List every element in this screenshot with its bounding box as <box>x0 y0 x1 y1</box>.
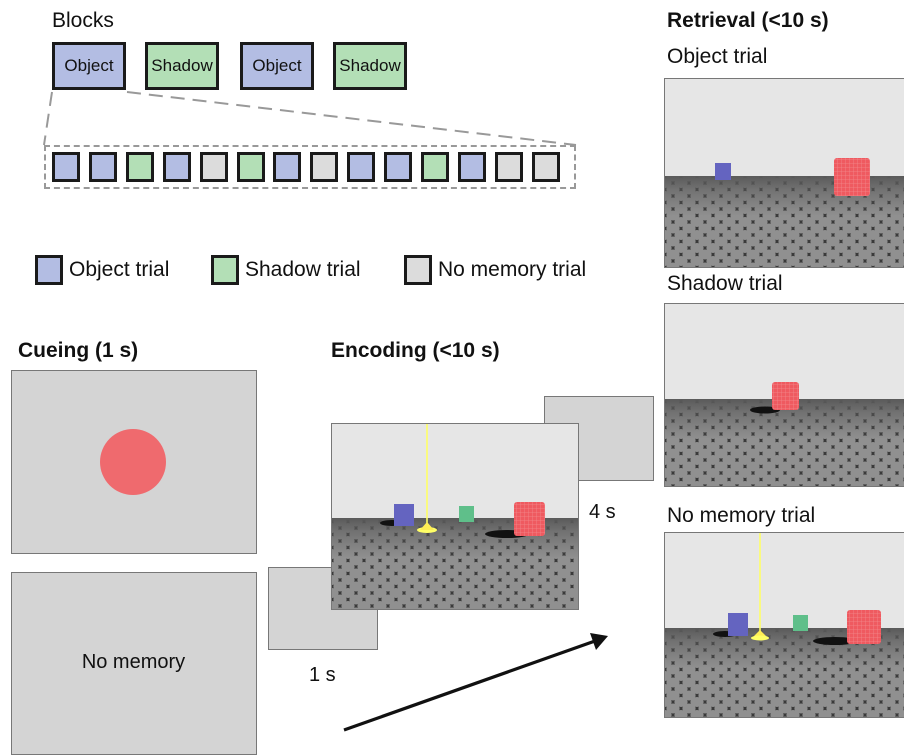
block-label: Shadow <box>151 56 213 75</box>
encoding-title: Encoding (<10 s) <box>331 339 500 362</box>
cube-green <box>793 615 808 631</box>
block-object-2: Object <box>240 42 314 90</box>
retrieval-scene-shadow <box>664 303 904 487</box>
cue-panel <box>11 370 257 554</box>
target-red <box>772 382 799 410</box>
delay-label-short: 1 s <box>309 664 336 686</box>
trial-square-none <box>199 152 228 182</box>
block-label: Object <box>64 56 114 75</box>
legend-label-none: No memory trial <box>438 258 587 281</box>
block-shadow-1: Shadow <box>145 42 219 90</box>
no-memory-cue-panel: No memory <box>11 572 257 755</box>
trial-sequence-frame <box>44 145 576 189</box>
trial-square-shadow <box>421 152 449 182</box>
cube-green <box>459 506 474 522</box>
cube-blue <box>394 504 414 526</box>
trial-square-none <box>531 152 560 182</box>
target-red <box>834 158 870 196</box>
time-arrow <box>343 633 608 732</box>
delay-label-long: 4 s <box>589 501 616 523</box>
trial-square-object <box>273 152 302 182</box>
block-shadow-2: Shadow <box>333 42 407 90</box>
trial-square-object <box>347 152 376 182</box>
retrieval-title: Retrieval (<10 s) <box>667 9 829 32</box>
trial-square-none <box>310 152 339 182</box>
retrieval-label-object: Object trial <box>667 45 768 68</box>
retrieval-label-shadow: Shadow trial <box>667 272 783 295</box>
zoom-lines <box>43 91 577 146</box>
trial-square-object <box>88 152 117 182</box>
trial-square-object <box>162 152 191 182</box>
retrieval-scene-object <box>664 78 904 268</box>
block-label: Object <box>252 56 302 75</box>
legend-swatch-object <box>35 255 63 285</box>
legend-swatch-none <box>404 255 432 285</box>
no-memory-label: No memory <box>81 651 186 673</box>
trial-square-object <box>457 152 486 182</box>
target-red <box>514 502 545 536</box>
trial-square-shadow <box>236 152 265 182</box>
block-label: Shadow <box>339 56 401 75</box>
cueing-title: Cueing (1 s) <box>18 339 139 362</box>
block-object-1: Object <box>52 42 126 90</box>
cube-blue <box>715 163 731 180</box>
trial-square-none <box>494 152 523 182</box>
legend-swatch-shadow <box>211 255 239 285</box>
cube-blue <box>728 613 748 636</box>
legend-label-shadow: Shadow trial <box>245 258 361 281</box>
blocks-title: Blocks <box>52 9 114 32</box>
encoding-scene <box>331 423 579 610</box>
trial-square-shadow <box>125 152 154 182</box>
trial-square-object <box>384 152 413 182</box>
cue-circle <box>100 429 166 495</box>
trial-square-object <box>52 152 80 182</box>
target-red <box>847 610 881 644</box>
legend-label-object: Object trial <box>69 258 170 281</box>
retrieval-label-none: No memory trial <box>667 504 816 527</box>
retrieval-scene-none <box>664 532 904 718</box>
